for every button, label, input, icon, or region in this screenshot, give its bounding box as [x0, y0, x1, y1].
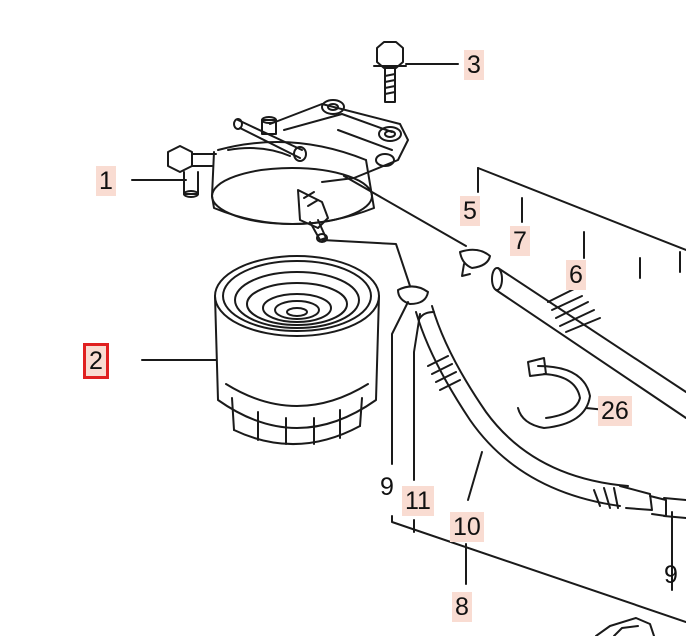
hose-clamps-part	[321, 175, 491, 305]
callout-9-left[interactable]: 9	[380, 473, 394, 501]
leader-lines	[391, 301, 686, 623]
filter-head-part	[131, 99, 409, 243]
lower-hose-part	[415, 305, 686, 591]
callout-9-right[interactable]: 9	[664, 561, 678, 589]
bottom-fitting-part	[595, 617, 655, 636]
bolt-part	[373, 41, 459, 103]
callout-8[interactable]: 8	[452, 592, 472, 622]
callout-10[interactable]: 10	[450, 512, 484, 542]
band-clamp-part	[517, 357, 607, 429]
callout-7[interactable]: 7	[510, 226, 530, 256]
callout-2[interactable]: 2	[83, 343, 109, 379]
callout-6[interactable]: 6	[566, 260, 586, 290]
upper-hose-part	[477, 167, 686, 419]
callout-11[interactable]: 11	[402, 486, 434, 516]
callout-1[interactable]: 1	[96, 166, 116, 196]
callout-26[interactable]: 26	[598, 396, 632, 426]
callout-3[interactable]: 3	[464, 50, 484, 80]
filter-cartridge-part	[141, 255, 380, 445]
callout-5[interactable]: 5	[460, 196, 480, 226]
